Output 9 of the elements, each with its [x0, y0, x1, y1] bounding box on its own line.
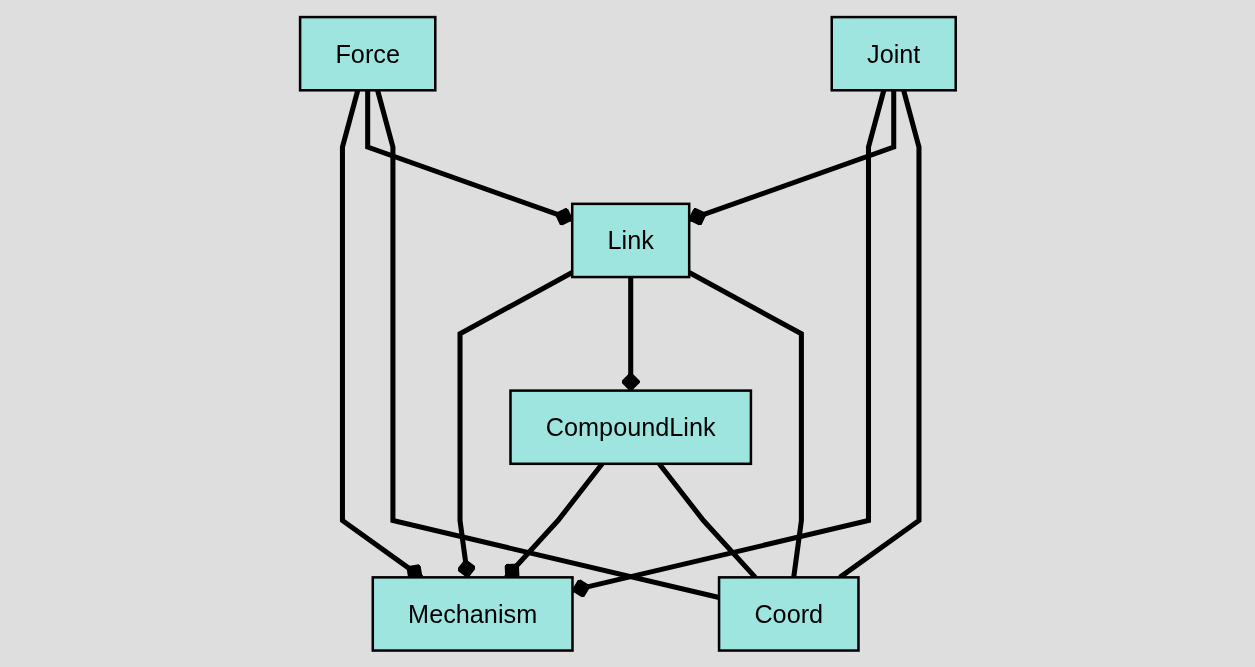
node-box: Force [298, 15, 437, 92]
node-box: Link [570, 202, 691, 278]
connector [571, 89, 886, 598]
connector [456, 269, 574, 578]
node-box: Coord [717, 575, 860, 652]
node-box: Joint [830, 15, 957, 92]
connector [687, 269, 804, 578]
node-box: Mechanism [371, 575, 574, 652]
node-box: CompoundLink [508, 389, 752, 465]
